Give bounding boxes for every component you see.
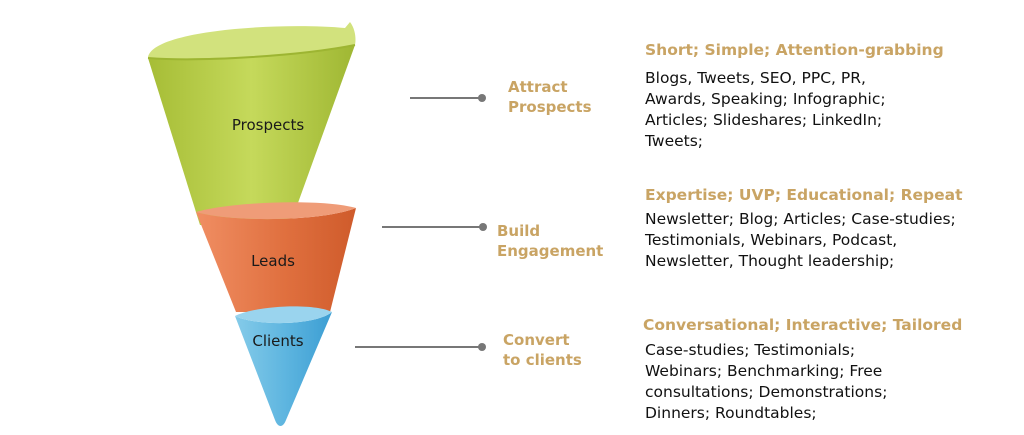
block-text-attract: Blogs, Tweets, SEO, PPC, PR, Awards, Spe… <box>645 68 886 152</box>
funnel-label-leads: Leads <box>251 252 295 270</box>
step-title-line: Convert <box>503 331 570 349</box>
block-line: Tweets; <box>645 132 704 150</box>
connector-attract <box>410 94 486 102</box>
block-line: Testimonials, Webinars, Podcast, <box>645 231 898 249</box>
block-heading-build: Expertise; UVP; Educational; Repeat <box>645 186 963 204</box>
step-title-line: Engagement <box>497 242 604 260</box>
block-heading-convert: Conversational; Interactive; Tailored <box>643 316 963 334</box>
block-text-build: Newsletter; Blog; Articles; Case-studies… <box>645 209 956 272</box>
funnel-label-clients: Clients <box>252 332 304 350</box>
funnel-label-prospects: Prospects <box>231 116 305 134</box>
step-title-line: to clients <box>503 351 582 369</box>
connector-build <box>382 223 487 231</box>
block-line: Articles; Slideshares; LinkedIn; <box>645 111 883 129</box>
funnel-stage-leads <box>196 202 356 312</box>
block-line: Webinars; Benchmarking; Free <box>645 362 883 380</box>
funnel-stage-prospects <box>147 22 356 225</box>
block-text-convert: Case-studies; Testimonials; Webinars; Be… <box>645 340 887 424</box>
step-title-line: Build <box>497 222 541 240</box>
step-title-line: Attract <box>508 78 568 96</box>
block-line: Awards, Speaking; Infographic; <box>645 90 886 108</box>
block-line: consultations; Demonstrations; <box>645 383 888 401</box>
block-line: Case-studies; Testimonials; <box>645 341 856 359</box>
block-line: Dinners; Roundtables; <box>645 404 817 422</box>
connector-convert <box>355 343 486 351</box>
block-line: Newsletter, Thought leadership; <box>645 252 895 270</box>
step-title-line: Prospects <box>508 98 592 116</box>
step-title-convert: Convert to clients <box>503 330 582 370</box>
step-title-build: Build Engagement <box>497 221 603 261</box>
step-title-attract: Attract Prospects <box>508 77 592 117</box>
block-heading-attract: Short; Simple; Attention-grabbing <box>645 41 944 59</box>
funnel-stage-clients <box>235 306 332 426</box>
block-line: Newsletter; Blog; Articles; Case-studies… <box>645 210 956 228</box>
block-line: Blogs, Tweets, SEO, PPC, PR, <box>645 69 866 87</box>
